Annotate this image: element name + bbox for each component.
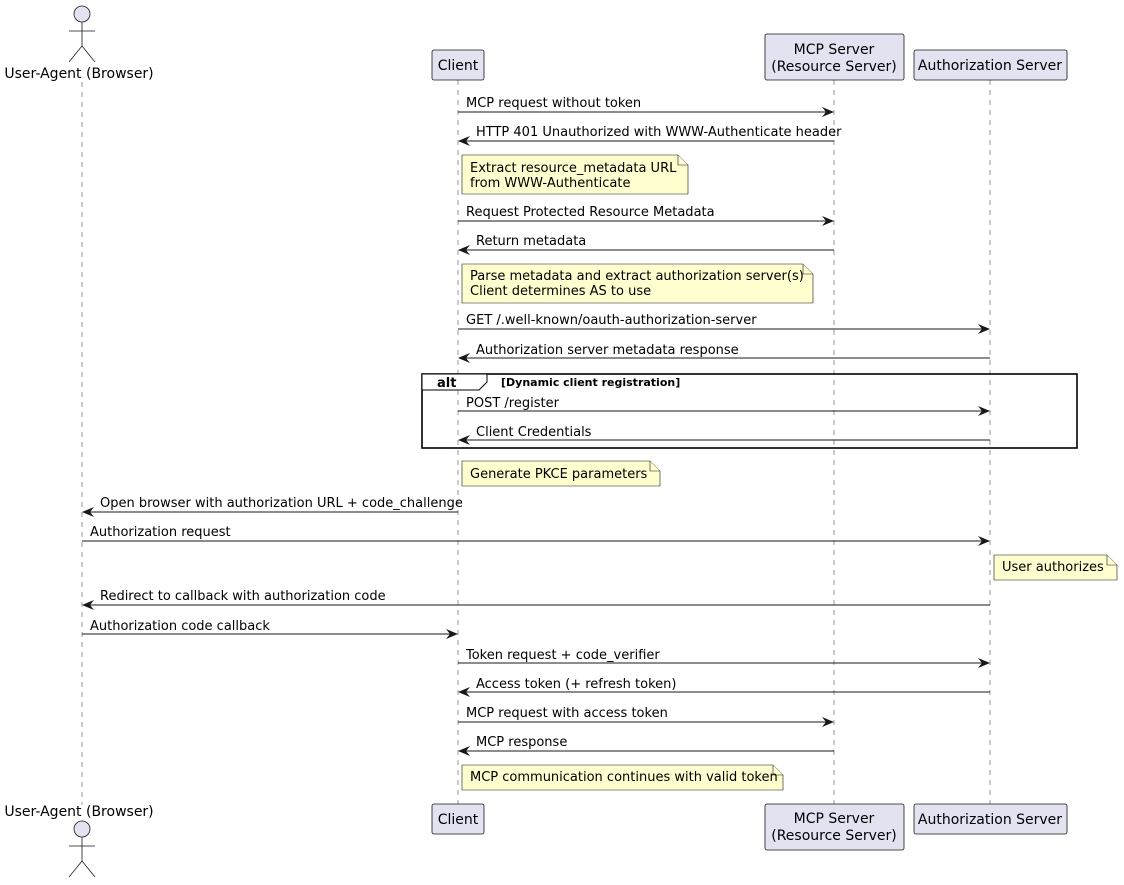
participant-label-auth-server: Authorization Server: [918, 58, 1062, 74]
svg-text:MCP request with access token: MCP request with access token: [466, 706, 668, 721]
svg-text:Extract resource_metadata URL: Extract resource_metadata URL: [470, 161, 677, 176]
participant-label-user-agent: User-Agent (Browser): [4, 66, 153, 82]
svg-text:Generate PKCE parameters: Generate PKCE parameters: [470, 467, 648, 482]
message-get-well-known: GET /.well-known/oauth-authorization-ser…: [458, 313, 990, 334]
svg-text:MCP request without token: MCP request without token: [466, 96, 641, 111]
participant-label-client: Client: [438, 58, 479, 74]
message-mcp-request-with-access-token: MCP request with access token: [458, 706, 834, 727]
participant-client-bottom: Client: [431, 803, 485, 835]
participant-mcp-server-top: MCP Server (Resource Server): [764, 33, 905, 81]
svg-text:POST /register: POST /register: [466, 396, 560, 411]
message-access-token: Access token (+ refresh token): [458, 677, 990, 697]
svg-text:Client determines AS to use: Client determines AS to use: [470, 284, 651, 299]
svg-text:Authorization code callback: Authorization code callback: [90, 619, 270, 634]
svg-text:from WWW-Authenticate: from WWW-Authenticate: [470, 176, 630, 191]
svg-text:Authorization request: Authorization request: [90, 525, 231, 540]
note-parse-metadata: Parse metadata and extract authorization…: [461, 263, 814, 304]
svg-text:Return metadata: Return metadata: [476, 234, 586, 249]
participant-label-mcp-server-line1-bottom: MCP Server: [794, 811, 875, 827]
message-authorization-request: Authorization request: [82, 525, 990, 546]
participant-client-top: Client: [431, 49, 485, 81]
message-redirect-to-callback: Redirect to callback with authorization …: [82, 589, 990, 610]
message-post-register: POST /register: [458, 396, 990, 416]
svg-text:Access token (+ refresh token): Access token (+ refresh token): [476, 677, 676, 692]
svg-text:MCP response: MCP response: [476, 735, 567, 750]
message-http-401: HTTP 401 Unauthorized with WWW-Authentic…: [458, 125, 842, 146]
message-authorization-code-callback: Authorization code callback: [82, 619, 458, 639]
svg-text:HTTP 401 Unauthorized with WWW: HTTP 401 Unauthorized with WWW-Authentic…: [476, 125, 842, 140]
note-mcp-communication-continues: MCP communication continues with valid t…: [461, 764, 784, 791]
message-open-browser: Open browser with authorization URL + co…: [82, 496, 463, 517]
participant-label-user-agent-bottom: User-Agent (Browser): [4, 804, 153, 820]
participant-label-mcp-server-line2-bottom: (Resource Server): [771, 828, 897, 844]
alt-condition: [Dynamic client registration]: [501, 376, 680, 389]
svg-text:Parse metadata and extract aut: Parse metadata and extract authorization…: [470, 269, 804, 284]
participant-mcp-server-bottom: MCP Server (Resource Server): [764, 803, 905, 851]
message-return-metadata: Return metadata: [458, 234, 834, 255]
svg-text:Request Protected Resource Met: Request Protected Resource Metadata: [466, 205, 715, 220]
alt-keyword: alt: [437, 376, 456, 391]
message-client-credentials: Client Credentials: [458, 425, 990, 445]
svg-text:MCP communication continues wi: MCP communication continues with valid t…: [470, 770, 778, 785]
note-extract-resource-metadata: Extract resource_metadata URL from WWW-A…: [461, 154, 689, 195]
svg-text:Open browser with authorizatio: Open browser with authorization URL + co…: [100, 496, 463, 511]
svg-text:Authorization server metadata: Authorization server metadata response: [476, 343, 739, 358]
participant-auth-server-bottom: Authorization Server: [913, 803, 1068, 835]
participant-label-mcp-server-line1: MCP Server: [794, 42, 875, 58]
message-auth-server-metadata-response: Authorization server metadata response: [458, 343, 990, 363]
participant-auth-server-top: Authorization Server: [913, 49, 1068, 81]
svg-text:Client Credentials: Client Credentials: [476, 425, 592, 440]
message-mcp-request-without-token: MCP request without token: [458, 96, 834, 117]
actor-user-agent-bottom: User-Agent (Browser): [4, 804, 154, 878]
participant-label-mcp-server-line2: (Resource Server): [771, 59, 897, 75]
alt-fragment-dynamic-client-registration: alt [Dynamic client registration]: [421, 373, 1078, 449]
message-token-request: Token request + code_verifier: [458, 648, 990, 668]
svg-text:GET /.well-known/oauth-authori: GET /.well-known/oauth-authorization-ser…: [466, 313, 757, 328]
svg-text:Token request + code_verifier: Token request + code_verifier: [465, 648, 660, 663]
message-mcp-response: MCP response: [458, 735, 834, 756]
svg-text:User authorizes: User authorizes: [1002, 560, 1104, 575]
participant-label-client-bottom: Client: [438, 812, 479, 828]
actor-user-agent-top: User-Agent (Browser): [4, 5, 154, 82]
note-user-authorizes: User authorizes: [993, 554, 1118, 581]
participant-label-auth-server-bottom: Authorization Server: [918, 812, 1062, 828]
message-request-protected-resource-metadata: Request Protected Resource Metadata: [458, 205, 834, 226]
note-generate-pkce: Generate PKCE parameters: [461, 460, 661, 487]
svg-text:Redirect to callback with auth: Redirect to callback with authorization …: [100, 589, 386, 604]
